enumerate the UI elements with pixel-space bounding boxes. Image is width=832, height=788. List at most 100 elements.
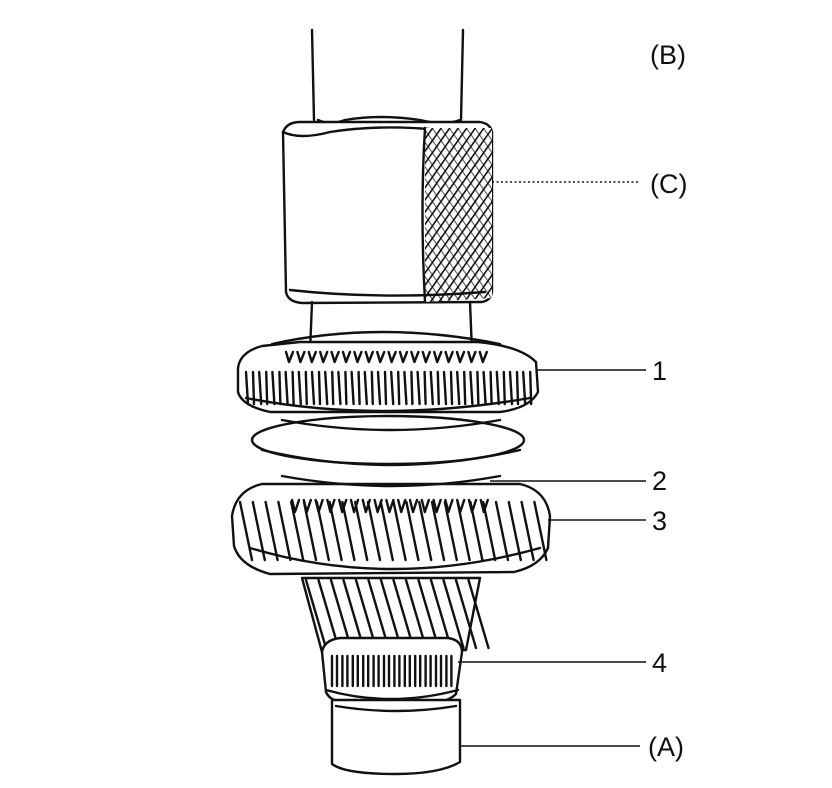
gear-tooth [364,350,374,364]
pinion-tooth [467,578,490,650]
gear-tooth [302,498,312,514]
pinion-tooth [454,578,478,650]
gear-tooth [277,500,292,562]
thrust-washer [250,414,526,467]
gear-tooth [319,350,329,364]
leader-lines [458,181,646,747]
bearing-roller [330,654,339,688]
gear-tooth [337,370,348,406]
gear-tooth [284,350,295,364]
gear-tooth [455,350,466,364]
gear-tooth [310,370,322,406]
gear-tooth [307,350,317,364]
pinion-tooth [379,578,403,650]
helical-pinion [300,576,490,654]
callout-label-b: (B) [650,40,686,70]
gear-tooth [398,350,409,364]
pinion-tooth [304,578,328,650]
gear-tooth [410,350,420,364]
gear-tooth [433,350,443,364]
gear-tooth [385,498,395,514]
gear-tooth [432,498,442,514]
gear-tooth [271,370,282,406]
gear-tooth [430,500,446,562]
press-ram [310,28,465,125]
gear-tooth [429,370,440,406]
bearing-roller [434,654,443,688]
gear-tooth [376,350,386,364]
gear-tooth [366,500,382,562]
gear-tooth [330,350,340,364]
callout-label-c: (C) [650,169,687,199]
gear-tooth [508,370,520,406]
bearing-4 [320,636,464,706]
gear-tooth [350,370,361,406]
bearing-roller [372,654,380,688]
gear-tooth [442,370,454,406]
gear-tooth [495,370,506,406]
gear-tooth [379,500,394,562]
gear-tooth [264,500,279,562]
callout-label-2: 2 [652,466,667,496]
gear-tooth [341,500,356,562]
gear-tooth [390,370,401,406]
gear-tooth [387,350,397,364]
gear-tooth [376,370,388,406]
bearing-roller [362,654,370,688]
callout-labels: (B) (C) 1 2 3 4 (A) [648,40,687,762]
pinion-tooth [442,578,465,650]
gear-tooth [469,370,480,406]
pinion-tooth [317,578,340,650]
gear-tooth [296,350,306,364]
gear-tooth [467,498,478,514]
bearing-roller [341,654,349,688]
bearing-roller [445,654,453,688]
gear-tooth [338,498,348,514]
gear-tooth [297,370,308,406]
gear-tooth [354,500,369,562]
gear-3 [230,474,552,576]
gear-tooth [408,498,419,514]
bearing-roller [403,654,411,688]
pinion-tooth [367,578,390,650]
shaft-end [330,698,462,776]
gear-tooth [507,500,522,562]
gear-tooth [251,500,266,562]
bearing-roller [351,654,359,688]
pinion-tooth [392,578,415,650]
gear-tooth [479,498,489,514]
gear-tooth [341,350,352,364]
gear-tooth [418,500,433,562]
gear-tooth [443,500,458,562]
gear-tooth [420,498,430,514]
gear-tooth [444,350,454,364]
gear-tooth [405,500,420,562]
pinion-tooth [429,578,453,650]
callout-label-4: 4 [652,648,667,678]
gear-tooth [416,370,427,406]
gear-tooth [403,370,414,406]
pinion-tooth [354,578,378,650]
gear-tooth [421,350,431,364]
bearing-roller [424,654,432,688]
gear-tooth [284,370,295,406]
gear-tooth [482,370,493,406]
callout-label-3: 3 [652,506,667,536]
gear-tooth [482,500,497,562]
gear-tooth [363,370,374,406]
gear-tooth [290,500,305,562]
gear-tooth [456,370,467,406]
gear-tooth [373,498,383,514]
gear-tooth [392,500,407,562]
gear-tooth [353,350,363,364]
gear-tooth [238,500,254,562]
gear-tooth [456,498,466,514]
gear-tooth [349,498,360,514]
gear-tooth [533,500,548,562]
gear-tooth [258,370,269,406]
gear-1 [236,330,540,414]
gear-tooth [494,500,510,562]
pinion-tooth [329,578,353,650]
gear-tooth [444,498,454,514]
